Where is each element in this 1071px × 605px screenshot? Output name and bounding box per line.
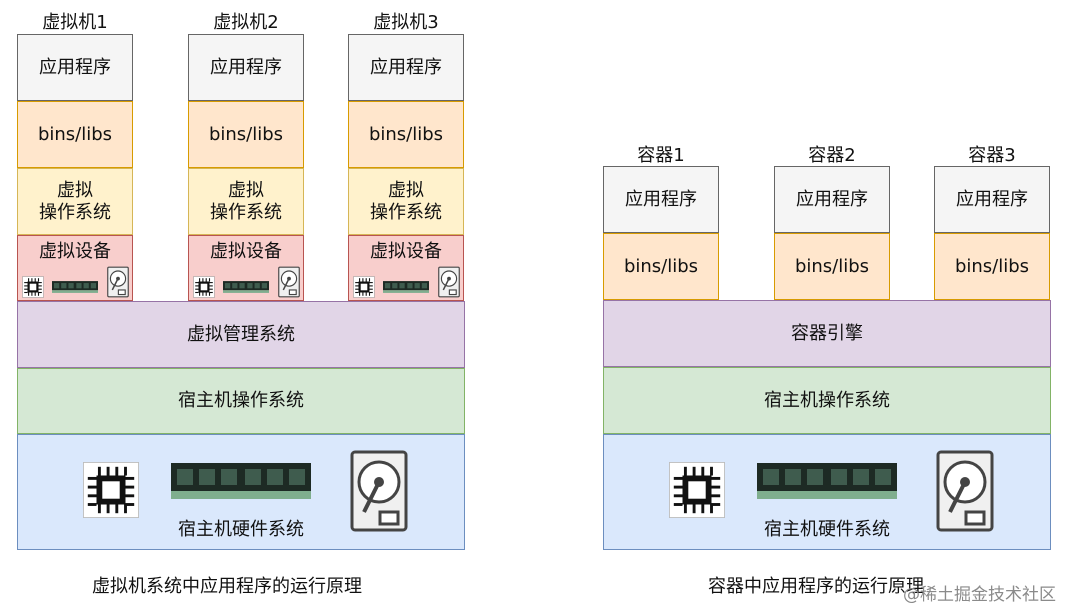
hard-disk-icon — [438, 266, 460, 298]
container-host-os-layer: 宿主机操作系统 — [603, 367, 1051, 434]
container-engine-layer: 容器引擎 — [603, 300, 1051, 367]
vm1-virtual-device-label: 虚拟设备 — [39, 241, 111, 262]
watermark: @稀土掘金技术社区 — [903, 585, 1056, 605]
vm2-libs-box: bins/libs — [188, 101, 304, 168]
hypervisor-layer: 虚拟管理系统 — [17, 301, 465, 368]
vm2-app-box: 应用程序 — [188, 34, 304, 101]
ram-icon — [757, 463, 897, 499]
container3-app-box: 应用程序 — [934, 166, 1050, 233]
container2-libs-box: bins/libs — [774, 233, 890, 300]
cpu-icon — [353, 276, 375, 298]
cpu-icon — [22, 276, 44, 298]
hard-disk-icon — [350, 450, 408, 532]
hard-disk-icon — [278, 266, 300, 298]
vm3-app-box: 应用程序 — [348, 34, 464, 101]
cpu-icon — [83, 462, 139, 518]
vm-title-2: 虚拟机2 — [213, 12, 279, 33]
ram-icon — [383, 281, 429, 293]
container-title-2: 容器2 — [808, 145, 856, 166]
cpu-icon — [193, 276, 215, 298]
vm2-guest-os-box: 虚拟 操作系统 — [188, 168, 304, 235]
vm1-app-box: 应用程序 — [17, 34, 133, 101]
vm-hardware-label: 宿主机硬件系统 — [178, 519, 304, 541]
hard-disk-icon — [936, 450, 994, 532]
vm1-guest-os-box: 虚拟 操作系统 — [17, 168, 133, 235]
vm-title-1: 虚拟机1 — [42, 12, 108, 33]
vm-title-3: 虚拟机3 — [373, 12, 439, 33]
vm-caption: 虚拟机系统中应用程序的运行原理 — [92, 576, 362, 597]
vm1-libs-box: bins/libs — [17, 101, 133, 168]
container3-libs-box: bins/libs — [934, 233, 1050, 300]
cpu-icon — [669, 462, 725, 518]
vm-host-os-layer: 宿主机操作系统 — [17, 368, 465, 434]
container1-libs-box: bins/libs — [603, 233, 719, 300]
ram-icon — [171, 463, 311, 499]
container-title-3: 容器3 — [968, 145, 1016, 166]
vm3-guest-os-box: 虚拟 操作系统 — [348, 168, 464, 235]
container1-app-box: 应用程序 — [603, 166, 719, 233]
hard-disk-icon — [107, 266, 129, 298]
ram-icon — [52, 281, 98, 293]
vm3-virtual-device-label: 虚拟设备 — [370, 241, 442, 262]
container-hardware-label: 宿主机硬件系统 — [764, 519, 890, 541]
container2-app-box: 应用程序 — [774, 166, 890, 233]
container-title-1: 容器1 — [637, 145, 685, 166]
vm3-libs-box: bins/libs — [348, 101, 464, 168]
container-caption: 容器中应用程序的运行原理 — [708, 576, 924, 597]
ram-icon — [223, 281, 269, 293]
vm2-virtual-device-label: 虚拟设备 — [210, 241, 282, 262]
